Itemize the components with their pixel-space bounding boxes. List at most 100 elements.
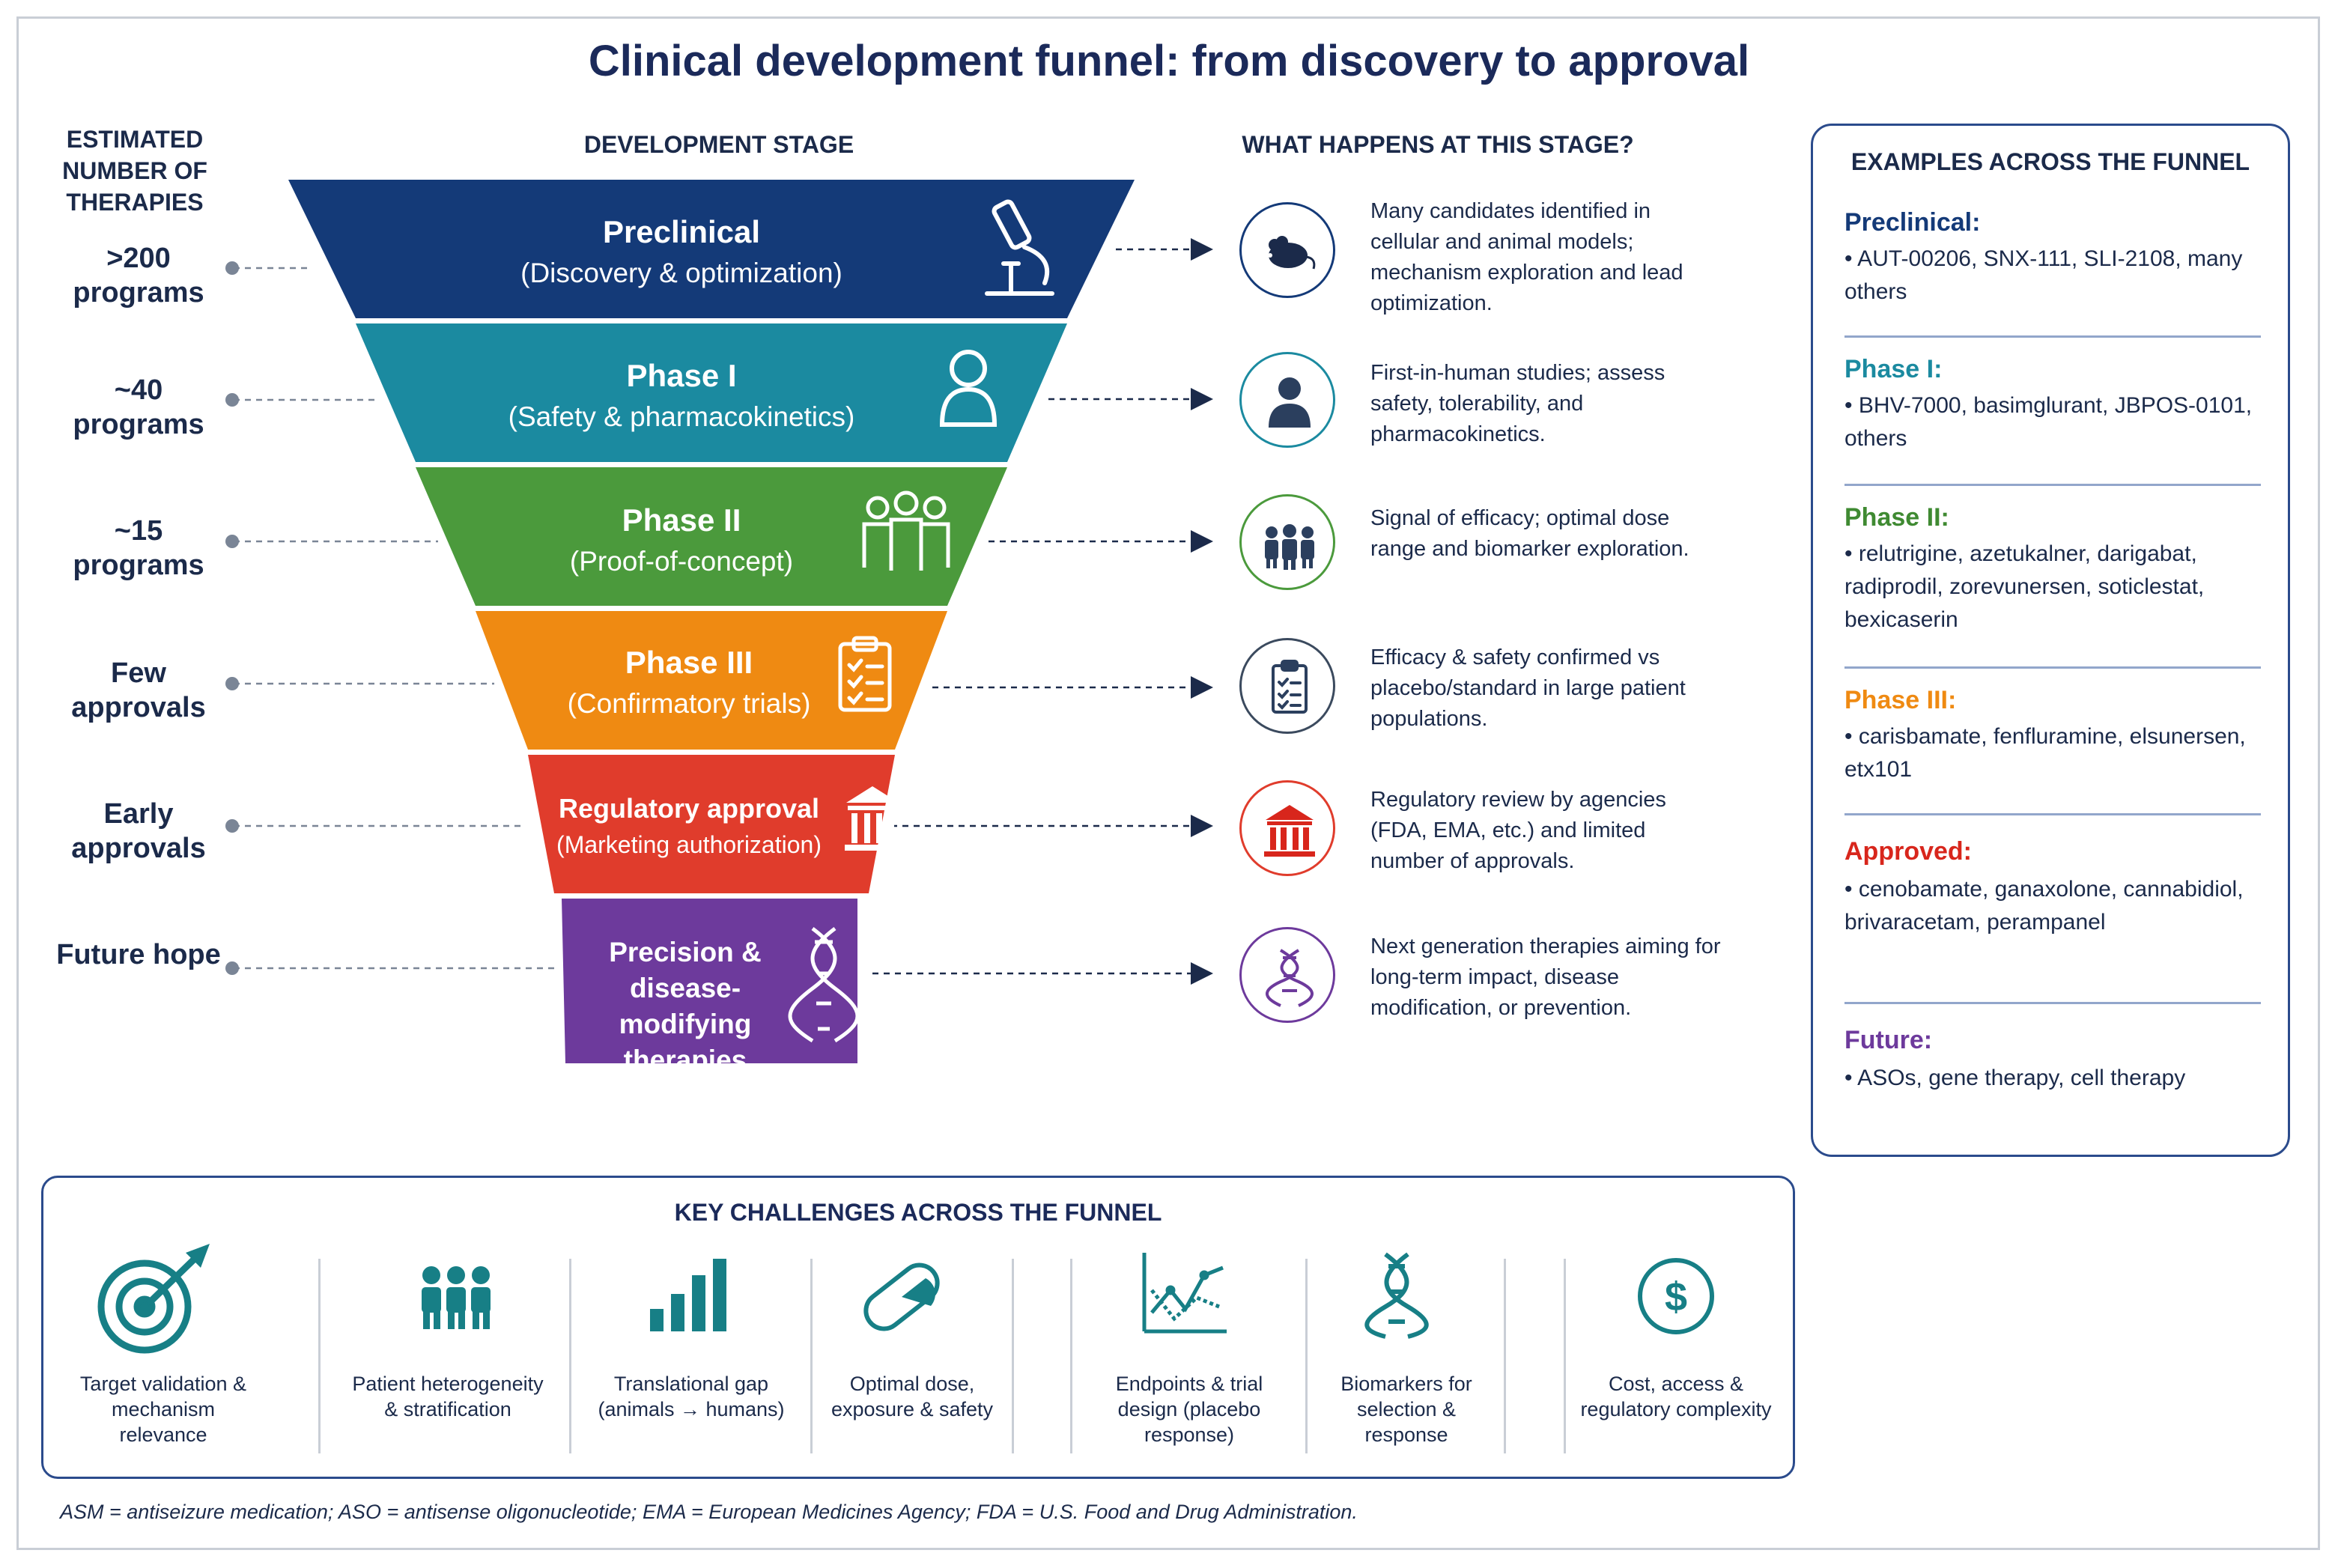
stage-description-phase1: First-in-human studies; assess safety, t… xyxy=(1370,361,1666,446)
building-icon xyxy=(845,786,900,851)
challenge-label-dose: Optimal dose, exposure & safety xyxy=(831,1373,994,1420)
examples-label-phase1: Phase I: xyxy=(1844,355,1943,383)
challenge-divider xyxy=(1012,1259,1014,1453)
examples-items-future: • ASOs, gene therapy, cell therapy xyxy=(1844,1066,2186,1090)
stage-icon-circle-future xyxy=(1239,927,1335,1023)
challenges-panel: KEY CHALLENGES ACROSS THE FUNNEL xyxy=(41,1176,1795,1479)
examples-items-approved: • cenobamate, ganaxolone, cannabidiol, b… xyxy=(1844,877,2244,935)
funnel-segment-regulatory xyxy=(528,755,895,893)
challenge-divider xyxy=(1070,1259,1072,1453)
person-icon xyxy=(939,350,998,427)
clipboard-icon xyxy=(1272,660,1308,714)
stage-name-phase1: Phase I xyxy=(626,358,737,393)
stage-description-regulatory: Regulatory review by agencies (FDA, EMA,… xyxy=(1370,788,1666,873)
stage-description-phase2: Signal of efficacy; optimal dose range a… xyxy=(1370,506,1689,561)
challenge-label-cost: Cost, access & regulatory complexity xyxy=(1580,1373,1772,1420)
examples-panel: EXAMPLES ACROSS THE FUNNEL Preclinical: … xyxy=(1811,124,2290,1157)
target-icon xyxy=(97,1244,210,1354)
stage-icon-circle-phase3 xyxy=(1239,638,1335,734)
funnel-segment-phase3 xyxy=(476,611,947,750)
challenge-label-translational: Translational gap (animals → humans) xyxy=(598,1373,785,1420)
microscope-icon xyxy=(985,199,1054,296)
stage-name-future: Precision & disease-modifying therapies xyxy=(609,937,762,1075)
challenge-icons: $ xyxy=(97,1244,1714,1354)
challenge-divider xyxy=(318,1259,321,1453)
challenge-label-endpoints: Endpoints & trial design (placebo respon… xyxy=(1115,1373,1263,1446)
stage-sub-regulatory: (Marketing authorization) xyxy=(556,831,822,858)
page-title: Clinical development funnel: from discov… xyxy=(588,37,1750,85)
group-icon xyxy=(422,1266,491,1329)
what-column-header: WHAT HAPPENS AT THIS STAGE? xyxy=(1242,131,1634,158)
examples-header: EXAMPLES ACROSS THE FUNNEL xyxy=(1850,148,2250,175)
dna-icon xyxy=(788,927,860,1043)
person-icon xyxy=(1269,377,1311,428)
challenge-divider xyxy=(1504,1259,1506,1453)
examples-divider xyxy=(1844,813,2261,815)
challenge-label-heterogeneity: Patient heterogeneity & stratification xyxy=(352,1373,544,1420)
stage-sub-preclinical: (Discovery & optimization) xyxy=(520,258,842,288)
examples-label-phase3: Phase III: xyxy=(1844,686,1957,714)
examples-divider xyxy=(1844,484,2261,486)
footnote: ASM = antiseizure medication; ASO = anti… xyxy=(60,1501,1358,1523)
stage-icon-circle-regulatory xyxy=(1239,780,1335,876)
stage-count-preclinical: >200 programs xyxy=(73,243,204,309)
challenge-divider xyxy=(1305,1259,1308,1453)
stage-count-phase3: Few approvals xyxy=(71,657,206,723)
examples-items-preclinical: • AUT-00206, SNX-111, SLI-2108, many oth… xyxy=(1844,246,2243,304)
examples-divider xyxy=(1844,335,2261,338)
stage-icon-circle-phase2 xyxy=(1239,494,1335,590)
outer-frame xyxy=(16,16,2320,1550)
challenge-divider xyxy=(810,1259,813,1453)
funnel-segment-phase1 xyxy=(356,323,1067,462)
challenge-divider xyxy=(1564,1259,1566,1453)
stage-name-phase2: Phase II xyxy=(622,502,741,538)
stage-count-phase1: ~40 programs xyxy=(73,374,204,440)
clipboard-icon xyxy=(838,636,892,712)
building-icon xyxy=(1264,805,1315,857)
examples-items-phase3: • carisbamate, fenfluramine, elsunersen,… xyxy=(1844,724,2246,782)
stage-sub-phase3: (Confirmatory trials) xyxy=(567,688,811,719)
stage-description-preclinical: Many candidates identified in cellular a… xyxy=(1370,199,1683,315)
stage-sub-phase2: (Proof-of-concept) xyxy=(569,546,794,577)
right-connectors xyxy=(872,238,1213,985)
dollar-icon: $ xyxy=(1638,1258,1714,1334)
examples-label-future: Future: xyxy=(1844,1026,1933,1054)
stage-description-future: Next generation therapies aiming for lon… xyxy=(1370,935,1721,1020)
stage-count-phase2: ~15 programs xyxy=(73,515,204,581)
stage-name-regulatory: Regulatory approval xyxy=(558,793,820,824)
bar-chart-icon xyxy=(650,1259,726,1331)
count-column-header: ESTIMATED NUMBER OF THERAPIES xyxy=(62,126,207,216)
examples-label-phase2: Phase II: xyxy=(1844,503,1949,532)
dna-icon xyxy=(1364,1252,1429,1339)
funnel-segment-preclinical xyxy=(288,180,1135,318)
examples-label-preclinical: Preclinical: xyxy=(1844,208,1981,237)
stage-sub-phase1: (Safety & pharmacokinetics) xyxy=(508,401,855,432)
funnel-segment-future xyxy=(562,899,857,1063)
stage-icon-circle-phase1 xyxy=(1239,352,1335,448)
stage-count-future: Future hope xyxy=(56,939,221,970)
examples-label-approved: Approved: xyxy=(1844,837,1972,866)
examples-items-phase1: • BHV-7000, basimglurant, JBPOS-0101, ot… xyxy=(1844,393,2253,451)
challenge-divider xyxy=(569,1259,571,1453)
challenge-label-target: Target validation & mechanism relevance xyxy=(79,1373,247,1446)
capsule-icon xyxy=(863,1262,940,1331)
challenges-header: KEY CHALLENGES ACROSS THE FUNNEL xyxy=(674,1199,1162,1226)
stage-description-phase3: Efficacy & safety confirmed vs placebo/s… xyxy=(1370,645,1686,731)
stage-count-regulatory: Early approvals xyxy=(71,798,206,864)
stage-icon-circle-preclinical xyxy=(1239,202,1335,298)
stage-name-preclinical: Preclinical xyxy=(602,214,761,249)
group-icon xyxy=(862,490,950,571)
group-icon xyxy=(1265,524,1314,570)
examples-divider xyxy=(1844,1002,2261,1004)
challenge-label-biomarkers: Biomarkers for selection & response xyxy=(1340,1373,1472,1446)
svg-text:$: $ xyxy=(1665,1274,1687,1319)
stage-column-header: DEVELOPMENT STAGE xyxy=(583,131,854,158)
dna-icon xyxy=(1266,949,1314,1007)
examples-items-phase2: • relutrigine, azetukalner, darigabat, r… xyxy=(1844,541,2205,632)
examples-divider xyxy=(1844,666,2261,669)
trend-chart-icon xyxy=(1142,1253,1227,1334)
funnel-segment-phase2 xyxy=(416,467,1007,606)
left-connectors xyxy=(225,261,554,975)
